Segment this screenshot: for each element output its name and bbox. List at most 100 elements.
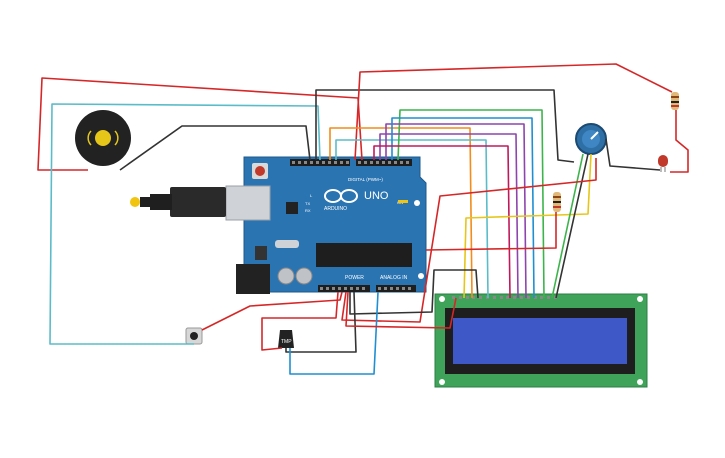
- wire-blue-1[interactable]: [391, 117, 535, 299]
- digital-pin-0[interactable]: [292, 161, 295, 164]
- wire-red-button[interactable]: [201, 291, 343, 331]
- wire-red-resistor[interactable]: [425, 212, 557, 251]
- wire-black-top[interactable]: [315, 89, 575, 163]
- digital-pin-4[interactable]: [316, 161, 319, 164]
- bottom-pin-13[interactable]: [408, 287, 411, 290]
- wire-red-buzzer[interactable]: [37, 77, 363, 171]
- digital-pin-18[interactable]: [406, 161, 409, 164]
- digital-pin-7[interactable]: [334, 161, 337, 164]
- push-button[interactable]: [185, 327, 203, 345]
- bottom-pin-0[interactable]: [320, 287, 323, 290]
- lcd-pin-8[interactable]: [506, 296, 509, 299]
- resistor-middle[interactable]: [553, 192, 561, 212]
- wire-black-pot[interactable]: [555, 153, 589, 299]
- digital-pin-8[interactable]: [340, 161, 343, 164]
- potentiometer[interactable]: [575, 123, 607, 155]
- bottom-pin-4[interactable]: [344, 287, 347, 290]
- on-led: [398, 200, 408, 203]
- bottom-pin-2[interactable]: [332, 287, 335, 290]
- lcd-16x2[interactable]: [434, 293, 648, 388]
- power-label: POWER: [345, 275, 364, 281]
- bottom-pin-6[interactable]: [356, 287, 359, 290]
- wire-cyan-lcd[interactable]: [335, 139, 489, 299]
- digital-pin-12[interactable]: [370, 161, 373, 164]
- wire-blue-tmp[interactable]: [289, 291, 379, 375]
- buzzer-icon: [95, 130, 111, 146]
- digital-pin-11[interactable]: [364, 161, 367, 164]
- lcd-pin-4[interactable]: [479, 296, 482, 299]
- digital-pin-10[interactable]: [358, 161, 361, 164]
- bottom-pin-3[interactable]: [338, 287, 341, 290]
- lcd-pin-6[interactable]: [493, 296, 496, 299]
- wire-cyan-button[interactable]: [49, 103, 321, 345]
- bottom-pins: [320, 287, 411, 290]
- bottom-pin-7[interactable]: [362, 287, 365, 290]
- lcd-pin-0[interactable]: [452, 296, 455, 299]
- wire-red-lcd[interactable]: [345, 291, 457, 329]
- usb-cable[interactable]: [130, 187, 226, 217]
- arduino-brand-label: ARDUINO: [324, 206, 347, 212]
- red-led[interactable]: [658, 155, 668, 172]
- digital-pin-3[interactable]: [310, 161, 313, 164]
- digital-pin-6[interactable]: [328, 161, 331, 164]
- tmp-label: TMP: [281, 339, 292, 345]
- wire-red-led[interactable]: [670, 110, 689, 173]
- lcd-pin-14[interactable]: [547, 296, 550, 299]
- lcd-pin-11[interactable]: [527, 296, 530, 299]
- bottom-pin-1[interactable]: [326, 287, 329, 290]
- piezo-buzzer[interactable]: [75, 110, 131, 166]
- wire-purple-1[interactable]: [385, 123, 527, 299]
- power-jack: [236, 264, 270, 294]
- digital-pin-15[interactable]: [388, 161, 391, 164]
- lcd-pin-1[interactable]: [459, 296, 462, 299]
- wire-red-tmp[interactable]: [261, 291, 339, 351]
- digital-pin-2[interactable]: [304, 161, 307, 164]
- tx-led-label: TX: [305, 201, 310, 206]
- bottom-pin-11[interactable]: [396, 287, 399, 290]
- wire-green[interactable]: [397, 109, 545, 299]
- mount-hole: [414, 200, 420, 206]
- lcd-pin-12[interactable]: [534, 296, 537, 299]
- wire-red-long[interactable]: [341, 158, 597, 323]
- bottom-pin-12[interactable]: [402, 287, 405, 290]
- crystal: [275, 240, 299, 248]
- temperature-sensor[interactable]: TMP: [278, 330, 294, 348]
- regulator-chip: [255, 246, 267, 260]
- digital-pin-17[interactable]: [400, 161, 403, 164]
- resistor-top-right[interactable]: [671, 92, 679, 110]
- l-led-label: L: [310, 193, 313, 198]
- digital-pins: [292, 161, 409, 164]
- digital-pin-14[interactable]: [382, 161, 385, 164]
- wire-black-led[interactable]: [605, 138, 661, 171]
- digital-pin-16[interactable]: [394, 161, 397, 164]
- wire-red-top[interactable]: [354, 63, 673, 161]
- arduino-model-label: UNO: [364, 190, 389, 202]
- wire-black-gnd-2[interactable]: [285, 291, 357, 353]
- bottom-pin-9[interactable]: [384, 287, 387, 290]
- bottom-pin-10[interactable]: [390, 287, 393, 290]
- lcd-pin-10[interactable]: [520, 296, 523, 299]
- bottom-pin-5[interactable]: [350, 287, 353, 290]
- lcd-pin-9[interactable]: [513, 296, 516, 299]
- lcd-pin-13[interactable]: [540, 296, 543, 299]
- digital-pin-9[interactable]: [346, 161, 349, 164]
- wire-magenta[interactable]: [373, 145, 511, 299]
- usb-port: [225, 185, 271, 221]
- bottom-pin-8[interactable]: [378, 287, 381, 290]
- mount-hole-2: [418, 273, 424, 279]
- wire-yellow[interactable]: [463, 153, 592, 299]
- wire-green-pot[interactable]: [551, 153, 584, 299]
- digital-pin-13[interactable]: [376, 161, 379, 164]
- wire-black-gnd[interactable]: [349, 269, 479, 315]
- lcd-pin-3[interactable]: [472, 296, 475, 299]
- wire-black-buzzer[interactable]: [119, 125, 311, 171]
- digital-pin-1[interactable]: [298, 161, 301, 164]
- lcd-screen: [453, 318, 627, 364]
- digital-pin-5[interactable]: [322, 161, 325, 164]
- lcd-pin-2[interactable]: [466, 296, 469, 299]
- arduino-uno-board[interactable]: UNO ARDUINO DIGITAL (PWM~) POWER ANALOG …: [225, 156, 427, 294]
- capacitor-1: [277, 267, 295, 285]
- lcd-pin-7[interactable]: [500, 296, 503, 299]
- reset-button-cap[interactable]: [255, 166, 265, 176]
